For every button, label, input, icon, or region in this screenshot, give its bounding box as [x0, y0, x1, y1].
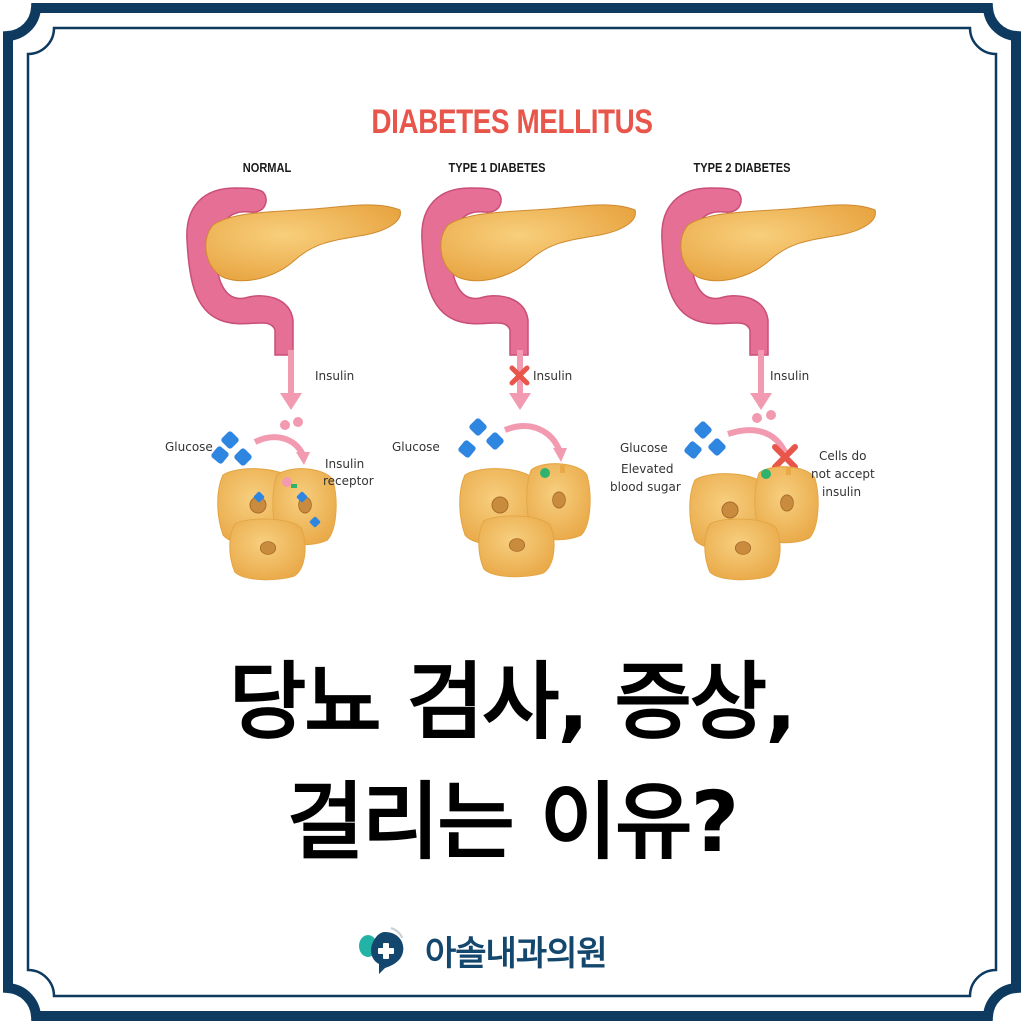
receptor-label-normal-2: receptor — [323, 474, 374, 488]
pancreas-normal — [186, 187, 402, 356]
clinic-name: 아솔내과의원 — [425, 933, 608, 974]
cells-label-type2-1: Cells do — [819, 449, 867, 463]
glucose-label-type1: Glucose — [392, 440, 440, 454]
clinic-brand: 아솔내과의원 — [355, 925, 608, 975]
blocked-cross-icon — [509, 365, 530, 386]
cells-label-type2-3: insulin — [822, 485, 862, 499]
elevated-label-type2-2: blood sugar — [610, 480, 681, 494]
insulin-label-type1: Insulin — [533, 369, 573, 383]
insulin-label-normal: Insulin — [315, 369, 355, 383]
cells-label-type2-2: not accept — [811, 467, 875, 481]
glucose-label-type2: Glucose — [620, 441, 668, 455]
clinic-cross-logo-icon — [359, 927, 404, 974]
rejected-cross-icon — [772, 444, 798, 470]
panel-heading-type2: TYPE 2 DIABETES — [693, 160, 791, 175]
panel-heading-type1: TYPE 1 DIABETES — [448, 160, 546, 175]
receptor-label-normal-1: Insulin — [325, 457, 365, 471]
diabetes-diagram — [186, 187, 877, 581]
insulin-label-type2: Insulin — [770, 369, 810, 383]
pancreas-type2 — [661, 187, 877, 356]
headline-line-1: 당뇨 검사, 증상, — [229, 653, 797, 751]
panel-heading-normal: NORMAL — [242, 160, 292, 175]
diagram-title: DIABETES MELLITUS — [371, 103, 653, 141]
pancreas-type1 — [421, 187, 637, 356]
glucose-label-normal: Glucose — [165, 440, 213, 454]
elevated-label-type2-1: Elevated — [621, 462, 674, 476]
headline-line-2: 걸리는 이유? — [286, 773, 739, 871]
